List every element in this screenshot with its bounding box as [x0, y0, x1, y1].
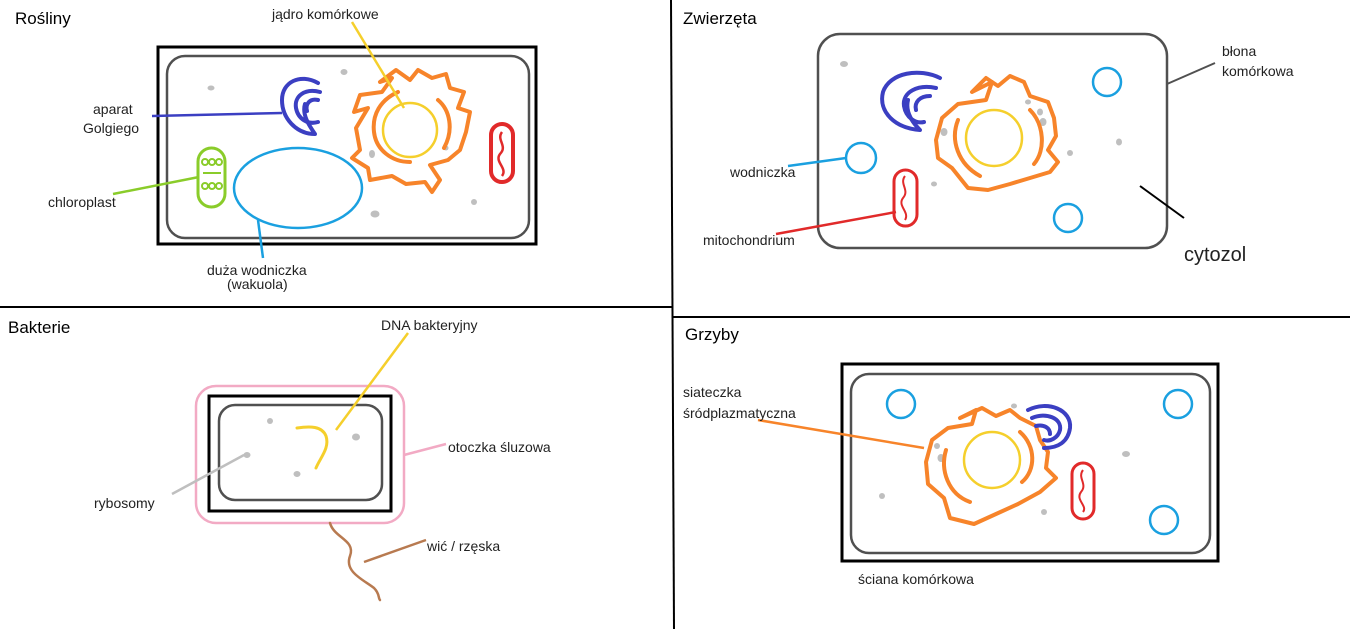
label-cytosol: cytozol	[1184, 244, 1246, 266]
animal-mitochondrion	[892, 168, 919, 228]
plant-large-vacuole	[232, 146, 364, 230]
fungi-mitochondrion	[1070, 461, 1096, 521]
label-large-vacuole-line2: (wakuola)	[227, 276, 288, 292]
bacteria-flagellum	[328, 521, 382, 602]
fungi-panel-title: Grzyby	[685, 325, 739, 344]
label-flagellum: wić / rzęska	[426, 538, 500, 554]
fungi-vacuoles	[885, 388, 1194, 536]
plant-cell-membrane	[165, 54, 531, 240]
plant-leader-lines	[112, 21, 406, 259]
label-er-line1: siateczka	[683, 384, 742, 400]
label-er-line2: śródplazmatyczna	[683, 405, 796, 421]
plant-er	[350, 68, 472, 194]
plant-panel-title: Rośliny	[15, 9, 71, 28]
bacteria-cell-panel: Bakterie DNA bakteryjny otoczka śluzowa …	[8, 317, 551, 602]
label-cell-wall: ściana komórkowa	[858, 571, 974, 587]
label-nucleus: jądro komórkowe	[271, 6, 379, 22]
bacteria-leader-lines	[171, 332, 447, 564]
plant-cell-panel: Rośliny	[15, 6, 538, 292]
label-capsule: otoczka śluzowa	[448, 439, 551, 455]
fungi-nucleus	[962, 430, 1022, 490]
label-cell-membrane-line2: komórkowa	[1222, 63, 1294, 79]
bacteria-dna	[295, 425, 329, 470]
animal-ribosomes	[840, 61, 1122, 187]
animal-golgi	[880, 70, 942, 132]
plant-nucleus	[381, 101, 439, 159]
animal-cell-membrane	[816, 32, 1169, 250]
fungi-er	[924, 406, 1058, 526]
label-cell-membrane-line1: błona	[1222, 43, 1256, 59]
plant-golgi	[280, 76, 322, 136]
fungi-ribosomes	[879, 403, 1130, 515]
label-golgi-line1: aparat	[93, 101, 133, 117]
label-mitochondrion: mitochondrium	[703, 232, 795, 248]
fungi-cell-panel: Grzyby	[683, 325, 1220, 587]
plant-mitochondrion	[489, 122, 515, 184]
bacteria-ribosomes	[243, 418, 360, 477]
plant-chloroplast	[196, 146, 227, 209]
animal-cell-panel: Zwierzęta	[683, 9, 1294, 266]
animal-er	[934, 74, 1060, 192]
bacteria-panel-title: Bakterie	[8, 318, 70, 337]
animal-leader-lines	[775, 62, 1216, 236]
animal-vacuoles	[844, 66, 1123, 234]
fungi-cell-wall	[840, 362, 1220, 563]
label-ribosomes: rybosomy	[94, 495, 155, 511]
plant-cell-wall	[156, 45, 538, 246]
plant-ribosomes	[207, 69, 477, 218]
animal-nucleus	[964, 108, 1024, 168]
bacteria-cell-membrane	[217, 403, 384, 502]
animal-panel-title: Zwierzęta	[683, 9, 757, 28]
label-golgi-line2: Golgiego	[83, 120, 139, 136]
fungi-golgi	[1026, 404, 1073, 450]
fungi-cell-membrane	[849, 372, 1212, 555]
label-bacterial-dna: DNA bakteryjny	[381, 317, 477, 333]
bacteria-cell-wall	[207, 394, 393, 513]
label-vacuole: wodniczka	[729, 164, 796, 180]
label-large-vacuole-line1: duża wodniczka	[207, 262, 307, 278]
fungi-leader-line-er	[757, 418, 925, 450]
label-chloroplast: chloroplast	[48, 194, 116, 210]
